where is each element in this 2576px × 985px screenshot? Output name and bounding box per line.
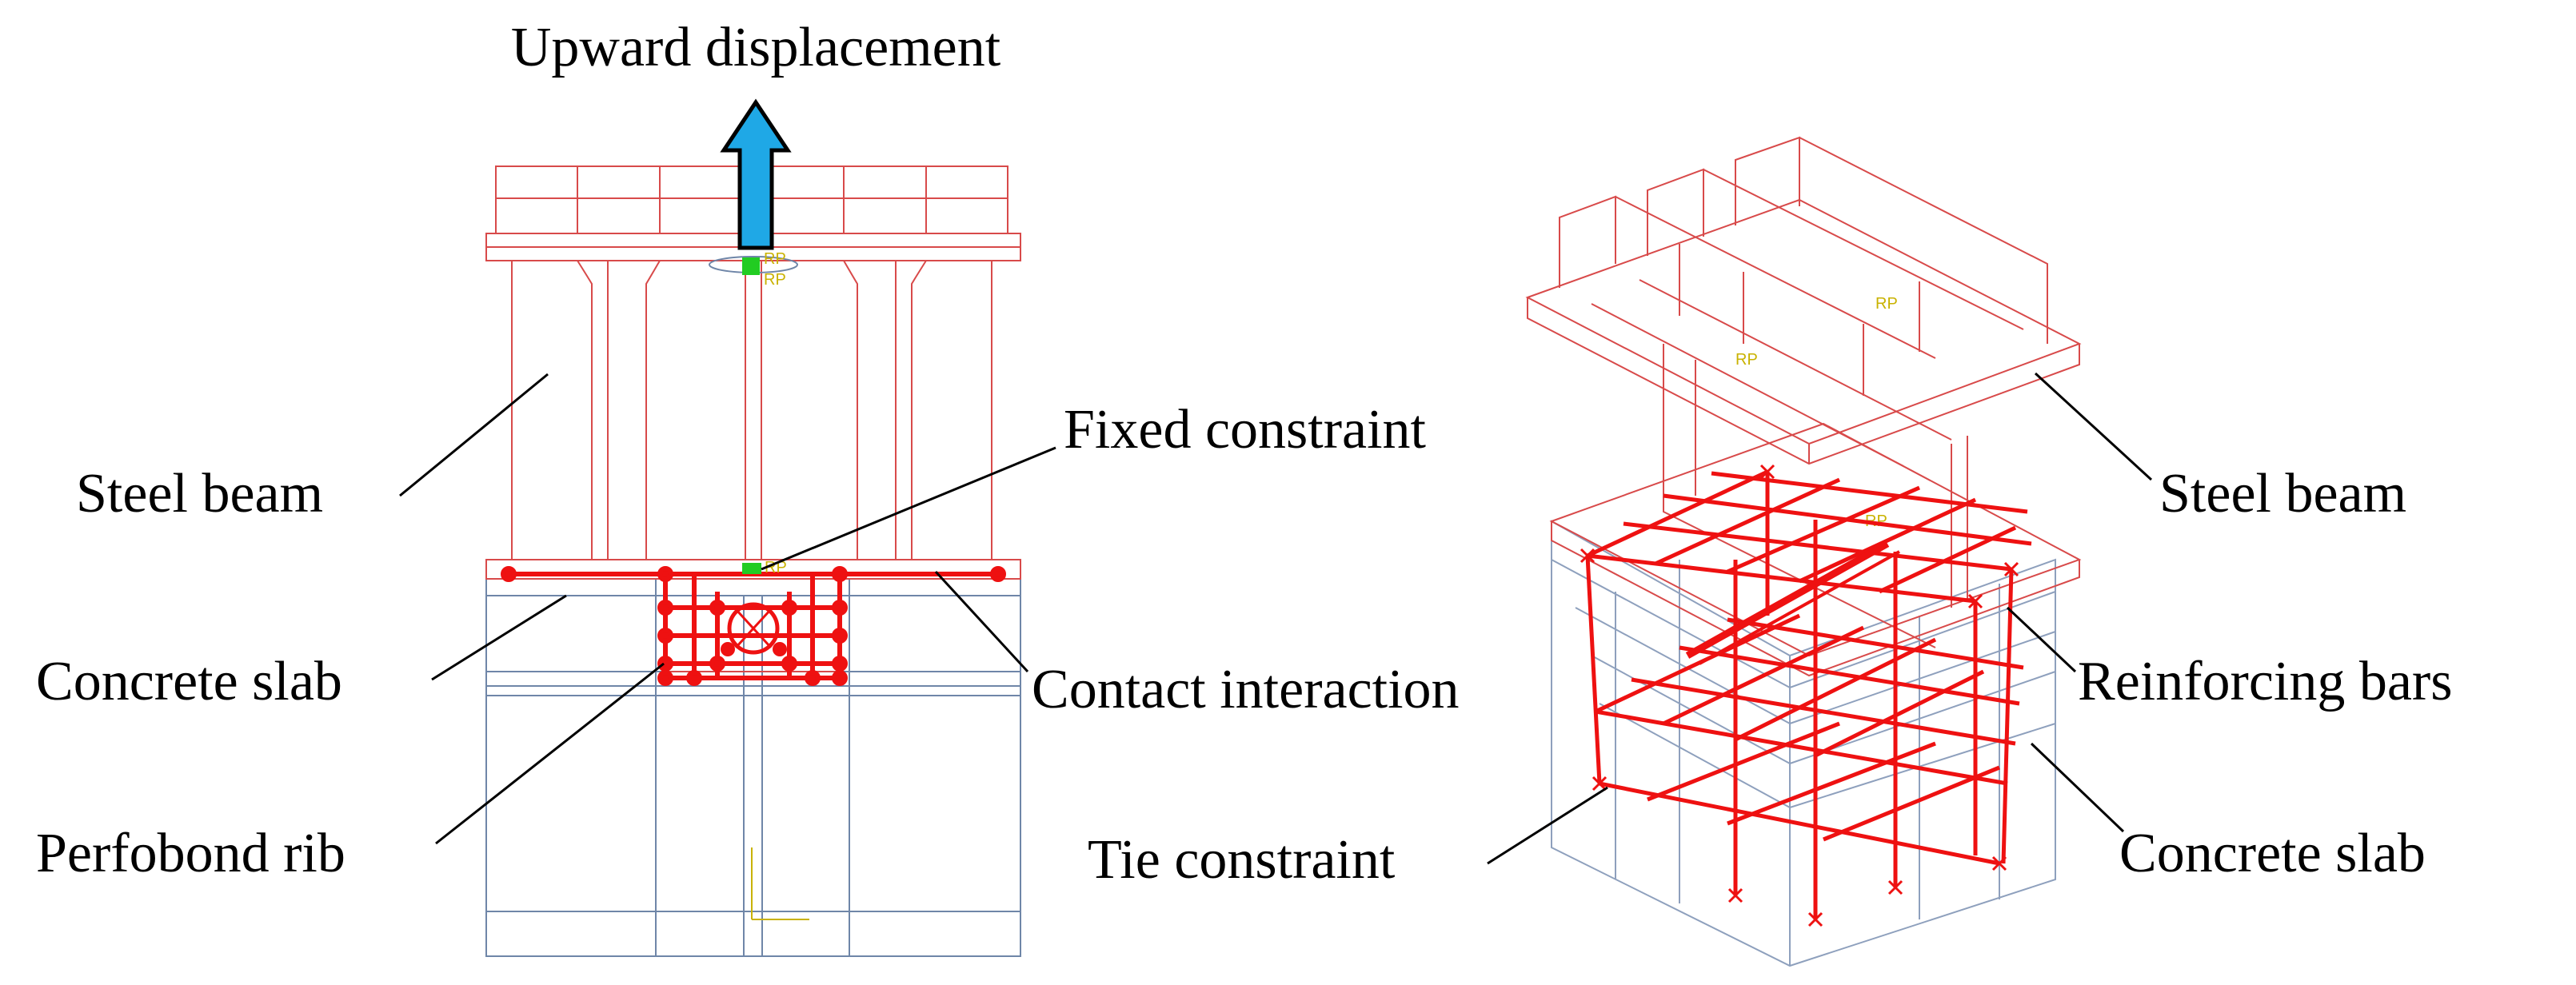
left-reference-point-top: RP RP	[709, 250, 798, 289]
leader-steel-beam-right	[2034, 372, 2153, 481]
left-rp-label-3: RP	[765, 559, 787, 576]
leader-perfobond-rib	[435, 662, 665, 845]
leader-concrete-slab-right	[2030, 742, 2125, 833]
label-steel-beam-left: Steel beam	[76, 463, 323, 524]
right-rp-label-2: RP	[1735, 351, 1758, 369]
left-rp-label-2: RP	[764, 271, 786, 289]
upward-displacement-arrow	[720, 98, 792, 250]
leader-fixed-constraint	[761, 446, 1056, 571]
leader-reinforcing-bars	[2006, 606, 2077, 673]
right-rebar-end-marks	[1580, 464, 2019, 927]
left-reinforcing-bars	[501, 566, 1006, 686]
left-concrete-slab	[485, 578, 1021, 957]
leader-concrete-slab-left	[431, 594, 567, 681]
right-reinforcing-bars	[1585, 469, 2032, 919]
label-upward-displacement: Upward displacement	[511, 17, 1001, 78]
leader-lines	[399, 372, 2153, 865]
label-concrete-slab-right: Concrete slab	[2119, 823, 2426, 884]
label-concrete-slab-left: Concrete slab	[36, 651, 342, 712]
right-steel-beam	[1525, 136, 2082, 677]
label-reinforcing-bars: Reinforcing bars	[2078, 651, 2452, 712]
label-steel-beam-right: Steel beam	[2159, 463, 2406, 524]
left-rp-label-1: RP	[764, 250, 786, 268]
left-fe-model: RP RP	[485, 98, 1021, 957]
left-fixed-constraint-point: RP	[742, 559, 787, 576]
label-perfobond-rib: Perfobond rib	[36, 823, 345, 884]
label-fixed-constraint: Fixed constraint	[1064, 399, 1427, 461]
left-axis-triad	[751, 847, 809, 920]
label-contact-interaction: Contact interaction	[1032, 659, 1460, 720]
label-tie-constraint: Tie constraint	[1088, 829, 1396, 891]
right-fe-model: RP RP RP	[1525, 136, 2082, 967]
leader-steel-beam-left	[399, 373, 549, 497]
leader-contact-interaction	[934, 570, 1029, 673]
leader-tie-constraint	[1487, 786, 1608, 865]
right-rp-label-1: RP	[1875, 295, 1898, 313]
